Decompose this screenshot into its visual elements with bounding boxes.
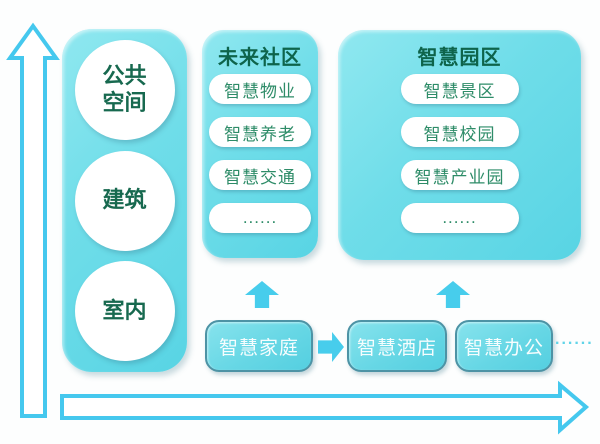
box-smart-office: 智慧办公	[455, 320, 553, 372]
up-arrow-icon-left	[245, 281, 279, 308]
horizontal-axis-arrow-icon	[60, 380, 590, 435]
space-level-indoor: 室内	[74, 261, 175, 362]
pill-smart-industrial-park: 智慧产业园	[400, 160, 519, 190]
space-level-public-space: 公共 空间	[74, 39, 175, 140]
pill-ellipsis-mid: ......	[209, 203, 311, 233]
pill-ellipsis-right: ......	[400, 203, 519, 233]
future-community-title: 未来社区	[218, 47, 302, 69]
pill-smart-transport: 智慧交通	[209, 160, 311, 190]
pill-smart-eldercare: 智慧养老	[209, 117, 311, 147]
smart-park-panel: 智慧园区 智慧景区 智慧校园 智慧产业园 ......	[338, 30, 581, 260]
box-smart-hotel: 智慧酒店	[347, 320, 447, 372]
up-arrow-icon-right	[436, 281, 470, 308]
pill-smart-property: 智慧物业	[209, 74, 311, 104]
bottom-row-ellipsis: ......	[555, 331, 594, 348]
future-community-panel: 未来社区 智慧物业 智慧养老 智慧交通 ......	[202, 30, 318, 258]
space-level-building: 建筑	[74, 150, 175, 251]
box-smart-home: 智慧家庭	[205, 320, 313, 372]
right-arrow-icon	[318, 332, 344, 362]
space-levels-panel: 公共 空间 建筑 室内	[62, 29, 187, 372]
pill-smart-scenic-area: 智慧景区	[400, 74, 519, 104]
vertical-axis-arrow-icon	[6, 22, 60, 418]
pill-smart-campus: 智慧校园	[400, 117, 519, 147]
smart-park-title: 智慧园区	[417, 47, 502, 69]
